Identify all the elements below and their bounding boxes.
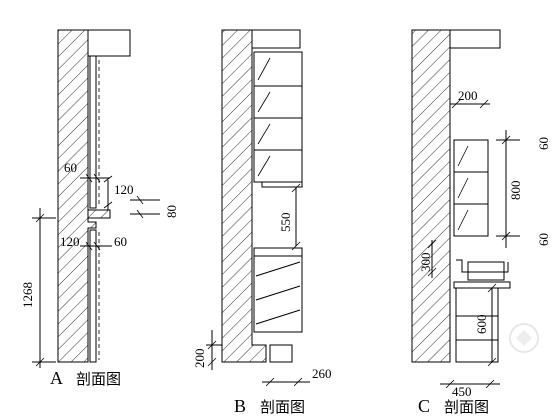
section-c-lower-cabinet — [455, 287, 499, 363]
section-c-letter: C — [418, 396, 430, 416]
section-a-wall — [57, 29, 97, 363]
section-c-upper-cabinet — [453, 139, 489, 237]
section-a-caption: 剖面图 — [76, 370, 121, 388]
section-a-dim-120-top: 120 — [114, 182, 134, 197]
section-a-dim-80: 80 — [164, 205, 179, 218]
section-b: 550 200 260 B 剖面图 — [192, 29, 332, 416]
section-c-ceiling — [450, 29, 501, 49]
section-a-dim-60-bottom: 60 — [114, 234, 127, 249]
section-c: 200 60 800 60 300 600 450 C 剖面图 — [411, 29, 551, 416]
section-a-dim-60-top: 60 — [64, 160, 77, 175]
section-b-caption: 剖面图 — [260, 398, 305, 416]
section-c-dim-300: 300 — [418, 253, 433, 273]
section-b-lower-cabinet — [253, 247, 303, 333]
section-c-dim-60-bottom: 60 — [536, 233, 551, 246]
section-a-dim-1268: 1268 — [20, 282, 35, 308]
section-b-letter: B — [234, 396, 246, 416]
section-b-ceiling — [252, 29, 301, 49]
section-c-dim-600: 600 — [474, 315, 489, 335]
section-c-sink — [456, 259, 509, 273]
section-a-shelf — [87, 209, 111, 219]
section-a-ceiling — [88, 29, 131, 57]
section-b-wall — [221, 29, 267, 363]
section-a-dim-120-bottom: 120 — [60, 234, 80, 249]
section-a-upper-panel — [89, 55, 97, 209]
section-b-dim-260: 260 — [312, 366, 332, 381]
section-a: 60 120 80 120 60 1268 A 剖面图 — [20, 29, 179, 388]
watermark-logo — [509, 323, 539, 353]
section-c-dim-200: 200 — [458, 88, 478, 103]
section-c-dim-800: 800 — [508, 181, 523, 201]
section-b-dim-550: 550 — [278, 213, 293, 233]
section-b-dim-200: 200 — [192, 349, 207, 369]
section-c-dim-450: 450 — [452, 384, 472, 399]
section-c-dim-60-top: 60 — [536, 137, 551, 150]
section-a-letter: A — [50, 368, 63, 388]
section-c-caption: 剖面图 — [444, 398, 489, 416]
section-b-upper-cabinet — [253, 51, 303, 183]
section-a-lower-panel — [89, 229, 97, 363]
section-c-wall — [411, 29, 451, 363]
